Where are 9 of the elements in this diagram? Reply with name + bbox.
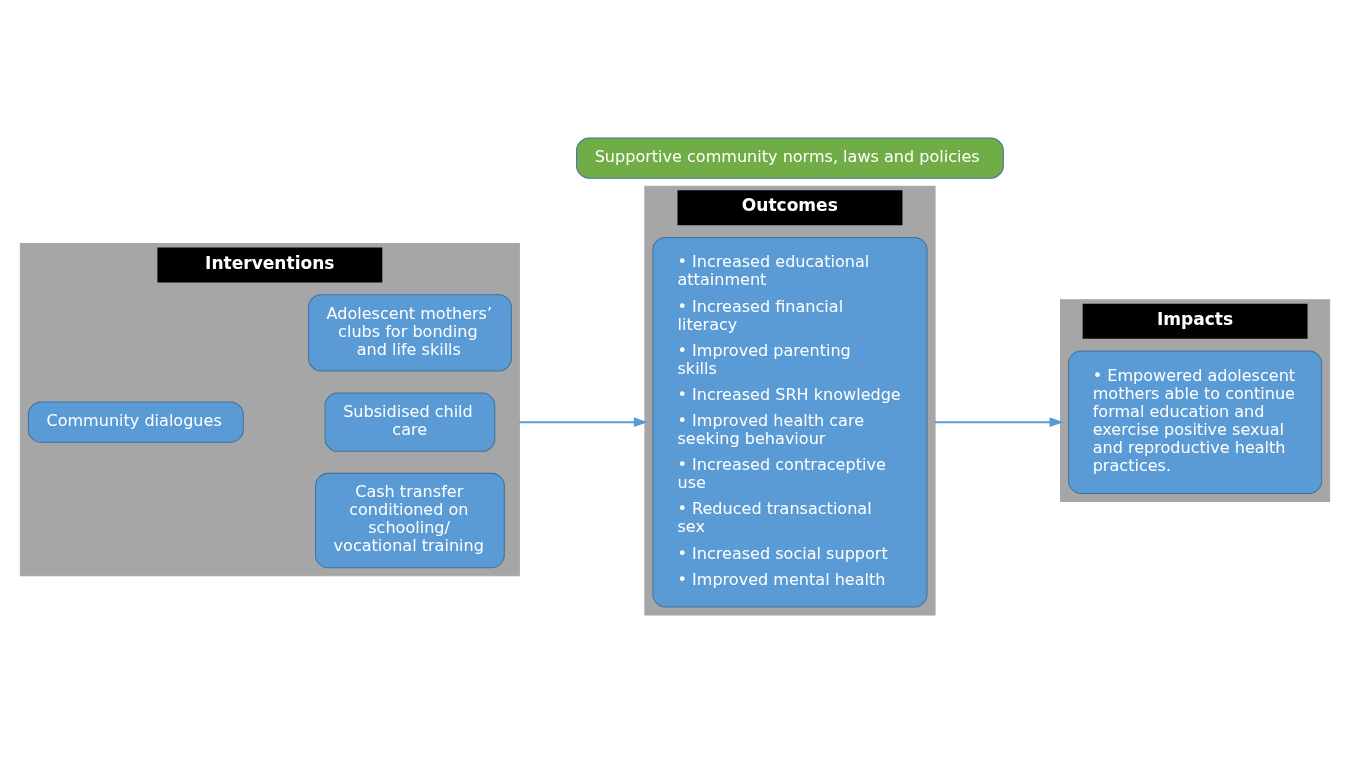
node-box: Subsidised child care: [324, 392, 496, 452]
node-box: Adolescent mothers’ clubs for bonding and life skills: [308, 294, 512, 372]
arrow: [519, 417, 648, 428]
node-box: • Increased educational attainment • Increased financial literacy • Improved parenting skills • Increased SRH knowledge • Improved health care seeking behaviour • Increased contraceptive use • Reduced transactional sex • Increased social support • Improved mental health: [652, 236, 928, 608]
node-box: • Empowered adolescent mothers able to continue formal education and exercise positive sexual and reproductive health practices.: [1068, 350, 1323, 494]
arrow: [935, 417, 1064, 428]
node-box: Cash transfer conditioned on schooling/ vocational training: [315, 472, 505, 569]
node-box: Supportive community norms, laws and policies: [576, 137, 1004, 179]
node-box: Community dialogues: [27, 401, 244, 443]
